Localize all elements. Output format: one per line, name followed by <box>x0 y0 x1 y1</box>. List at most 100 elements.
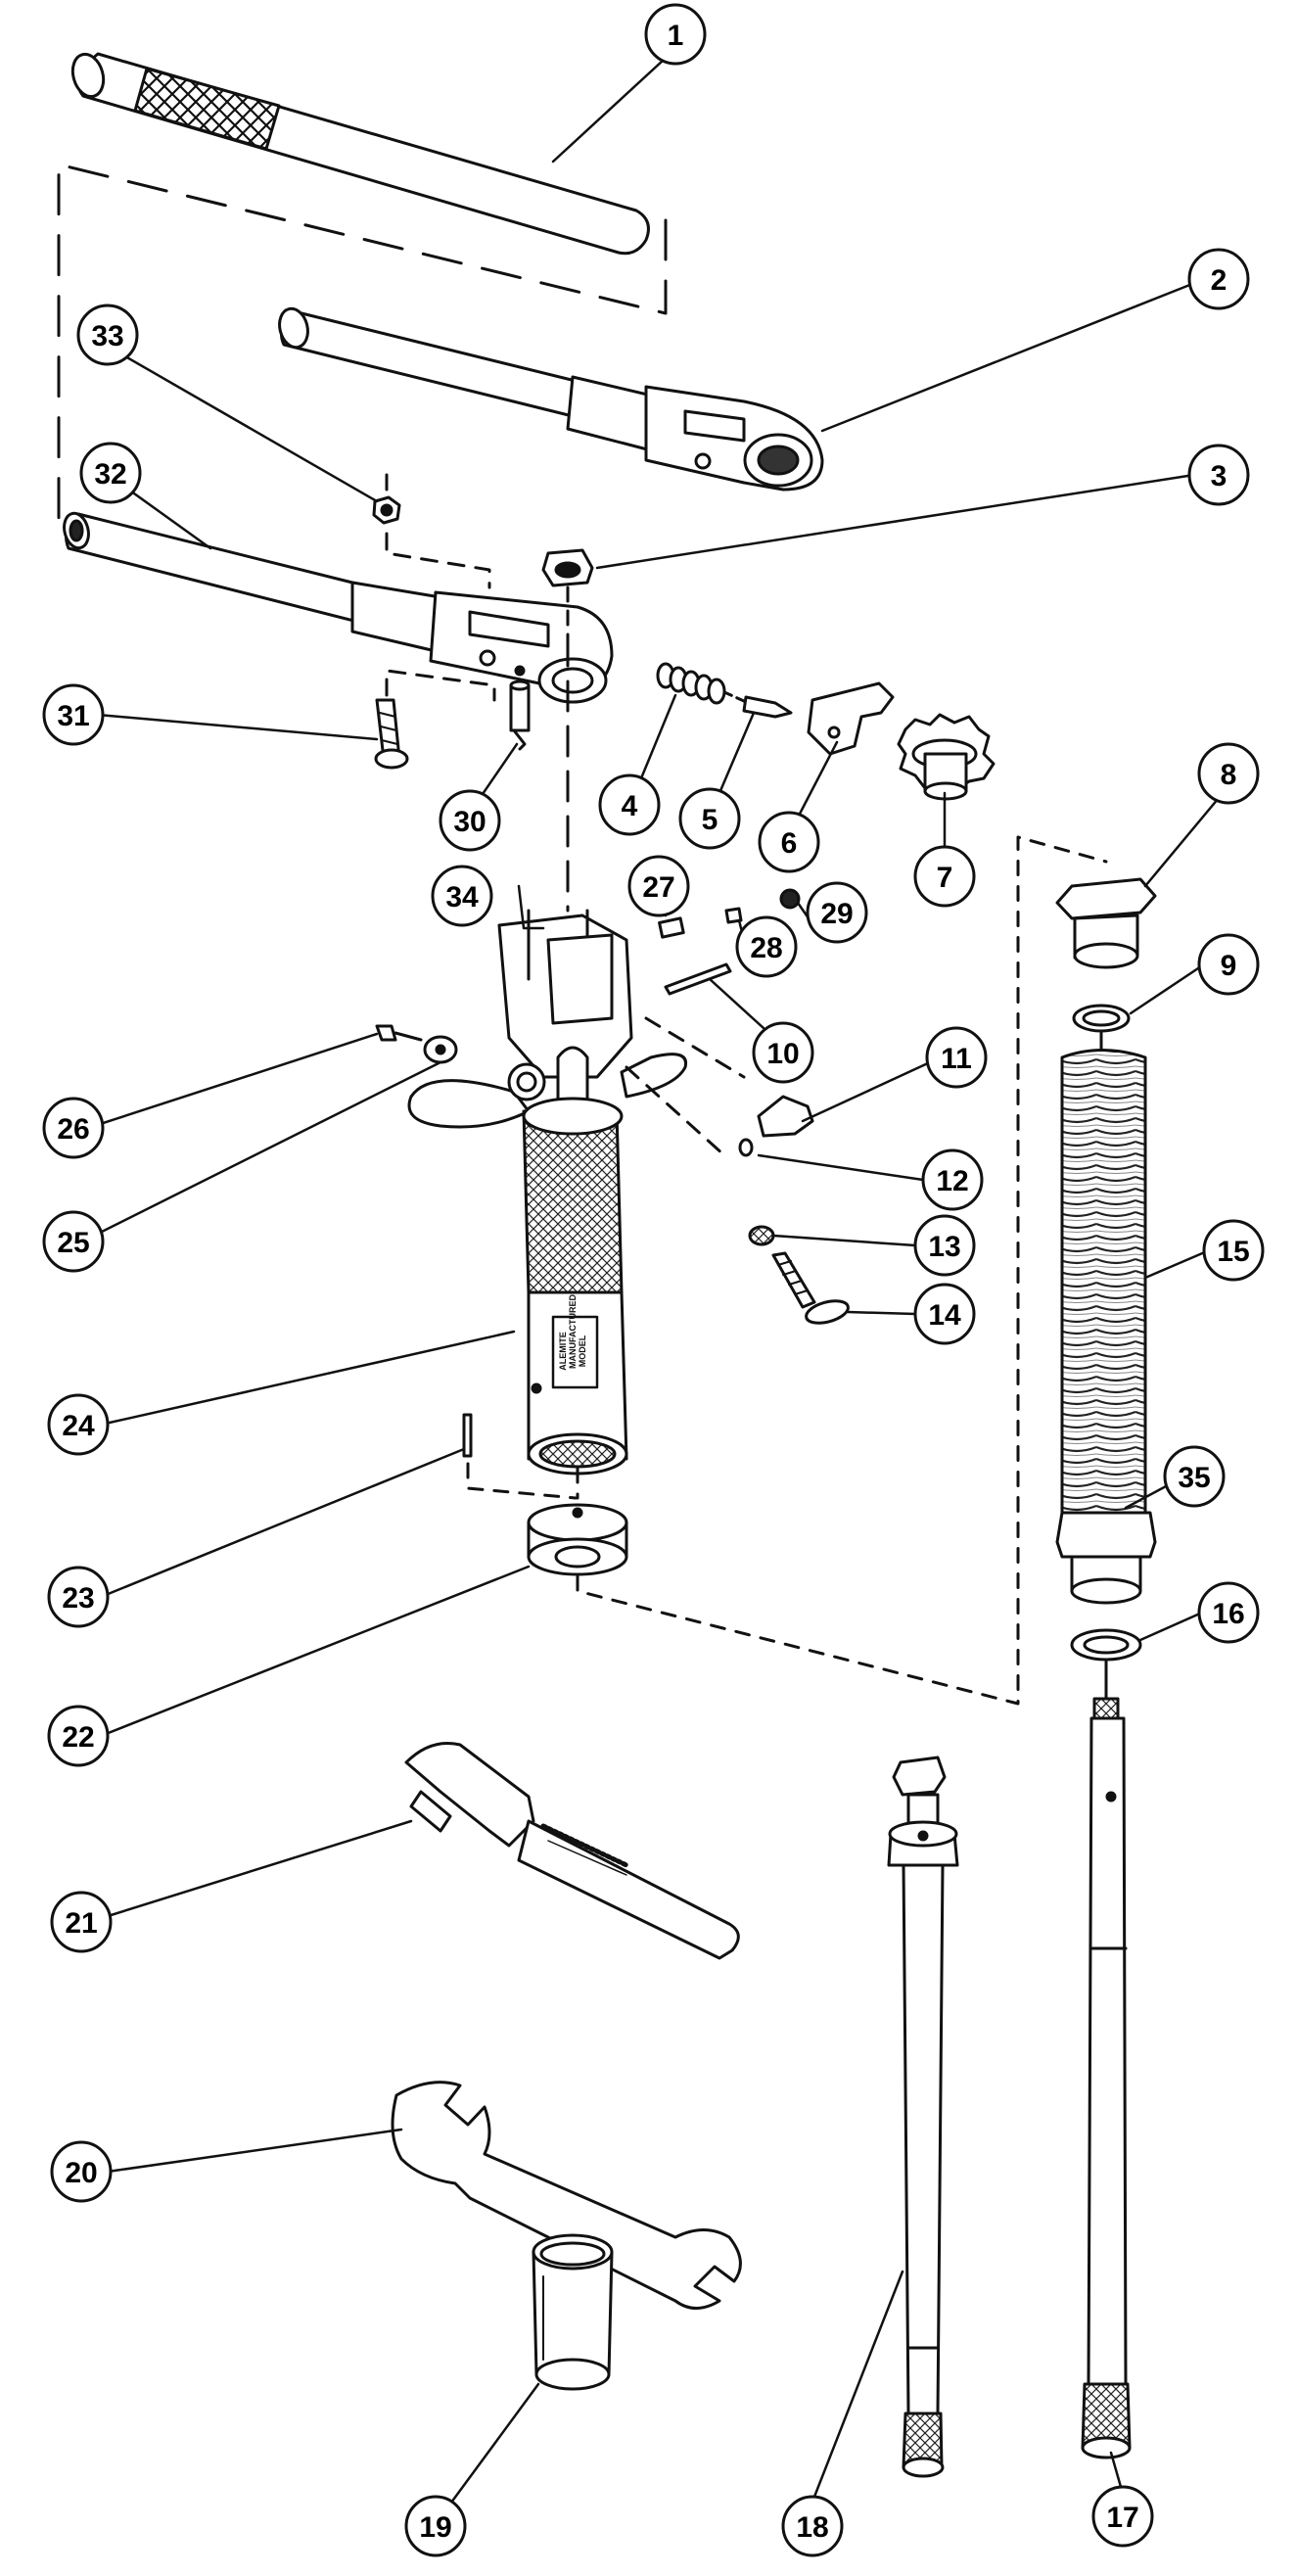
callout-24: 24 <box>47 1393 110 1456</box>
callout-15-label: 15 <box>1217 1236 1249 1268</box>
callout-6-label: 6 <box>781 827 798 860</box>
part-21-wrench <box>404 1742 740 1960</box>
callout-28: 28 <box>735 915 798 978</box>
callouts: 1 2 3 4 5 6 7 8 9 10 11 12 13 14 15 16 1… <box>42 3 1265 2557</box>
callout-9-label: 9 <box>1221 950 1237 982</box>
callout-22-label: 22 <box>62 1721 94 1754</box>
part-26-screw <box>375 1024 423 1042</box>
callout-25-label: 25 <box>57 1227 89 1259</box>
callout-2-label: 2 <box>1211 264 1228 297</box>
part-6-pawl <box>807 681 895 756</box>
part-20-wrench <box>391 2081 742 2310</box>
callout-26: 26 <box>42 1097 105 1159</box>
callout-22: 22 <box>47 1705 110 1767</box>
callout-10: 10 <box>752 1021 814 1084</box>
part-28-spring <box>724 907 743 924</box>
callout-11: 11 <box>925 1026 988 1089</box>
callout-9: 9 <box>1197 933 1260 996</box>
part-12-pin <box>738 1138 754 1157</box>
callout-16: 16 <box>1197 1581 1260 1644</box>
part-29-ball <box>779 888 801 910</box>
callout-27-label: 27 <box>642 871 674 904</box>
callout-31: 31 <box>42 683 105 746</box>
part-33-nut <box>372 495 401 525</box>
part-11-lever <box>757 1095 814 1138</box>
part-10-pin <box>664 962 732 996</box>
callout-31-label: 31 <box>57 700 89 732</box>
callout-10-label: 10 <box>766 1038 799 1070</box>
nameplate-line-3: MODEL <box>578 1335 587 1367</box>
part-30-pin <box>509 665 531 751</box>
part-14-thumb-screw <box>771 1251 850 1325</box>
part-18-adapter-tube <box>887 1756 959 2478</box>
callout-2: 2 <box>1187 248 1250 310</box>
callout-13: 13 <box>913 1214 976 1277</box>
callout-23: 23 <box>47 1566 110 1628</box>
callout-19: 19 <box>404 2495 467 2557</box>
callout-35: 35 <box>1163 1445 1226 1508</box>
callout-29: 29 <box>806 881 868 944</box>
part-23-pin <box>462 1413 473 1458</box>
part-2-ratchet-handle <box>278 306 824 492</box>
callout-32-label: 32 <box>94 458 126 491</box>
callout-1-label: 1 <box>668 20 684 52</box>
connector-4-5 <box>722 690 746 703</box>
callout-14-label: 14 <box>928 1299 961 1332</box>
callout-35-label: 35 <box>1178 1462 1210 1494</box>
callout-4: 4 <box>598 773 661 836</box>
callout-20: 20 <box>50 2140 113 2203</box>
part-31-screw <box>374 698 409 770</box>
callout-5: 5 <box>678 787 741 850</box>
callout-12-label: 12 <box>936 1165 968 1197</box>
callout-6: 6 <box>758 811 820 873</box>
part-16-washer <box>1070 1628 1142 1662</box>
part-5-plunger <box>742 695 793 719</box>
callout-16-label: 16 <box>1212 1598 1244 1630</box>
callout-25: 25 <box>42 1210 105 1273</box>
dashed-connector-31-30 <box>385 669 496 702</box>
callout-33-label: 33 <box>91 320 123 352</box>
callout-8: 8 <box>1197 742 1260 805</box>
dashed-connector-23-22 <box>466 835 1108 1706</box>
part-22-collar <box>527 1503 628 1576</box>
callout-17: 17 <box>1091 2485 1154 2548</box>
callout-28-label: 28 <box>750 932 782 964</box>
callout-11-label: 11 <box>941 1043 972 1075</box>
callout-21-label: 21 <box>65 1907 97 1940</box>
dashed-connector-33 <box>385 473 491 589</box>
callout-8-label: 8 <box>1221 759 1237 791</box>
callout-4-label: 4 <box>622 790 638 822</box>
dashed-connector-11 <box>625 1016 746 1157</box>
callout-23-label: 23 <box>62 1582 94 1615</box>
callout-1: 1 <box>644 3 707 66</box>
part-13-nut <box>748 1225 775 1246</box>
part-25-washer <box>423 1035 458 1064</box>
callout-30-label: 30 <box>453 806 486 838</box>
callout-26-label: 26 <box>57 1113 89 1146</box>
callout-12: 12 <box>921 1148 984 1211</box>
callout-24-label: 24 <box>62 1410 95 1442</box>
callout-18: 18 <box>781 2495 844 2557</box>
nameplate: MANUFACTURED ALEMITE MODEL <box>558 1294 587 1371</box>
callout-34: 34 <box>431 865 493 927</box>
callout-29-label: 29 <box>820 898 853 930</box>
nameplate-line-2: ALEMITE <box>558 1332 568 1371</box>
callout-7-label: 7 <box>937 862 953 894</box>
part-3-nut <box>541 548 594 587</box>
callout-20-label: 20 <box>65 2157 97 2189</box>
callout-3-label: 3 <box>1211 460 1228 492</box>
part-9-washer <box>1072 1004 1131 1033</box>
callout-3: 3 <box>1187 444 1250 506</box>
callout-27: 27 <box>627 855 690 917</box>
grease-gun-body <box>407 909 688 1475</box>
part-15-hose <box>1060 1049 1147 1515</box>
callout-21: 21 <box>50 1891 113 1953</box>
callout-7: 7 <box>913 845 976 908</box>
callout-14: 14 <box>913 1283 976 1345</box>
part-35-hose-fitting <box>1055 1511 1157 1605</box>
callout-34-label: 34 <box>445 881 479 913</box>
callout-15: 15 <box>1202 1219 1265 1282</box>
part-4-spring <box>656 662 726 705</box>
part-7-ratchet-knob <box>897 713 996 801</box>
